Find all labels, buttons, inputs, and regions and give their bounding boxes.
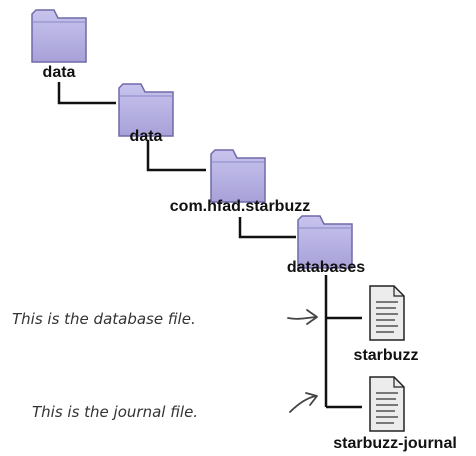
document-icon [369, 285, 405, 341]
annotation-text: This is the database file. [12, 310, 196, 328]
file-label: starbuzz-journal [333, 435, 457, 452]
connector-3 [238, 217, 296, 239]
connector-4 [324, 275, 362, 409]
annotation-database-file: This is the database file. [12, 309, 318, 328]
folder-icon [210, 149, 266, 203]
connector-1 [57, 82, 116, 105]
file-label: starbuzz [354, 347, 419, 364]
folder-label: com.hfad.starbuzz [170, 198, 310, 215]
annotation-text: This is the journal file. [32, 403, 198, 421]
connector-2 [146, 140, 206, 172]
folder-data-root[interactable]: data [31, 9, 87, 81]
arrow-icon [287, 309, 318, 325]
folder-data[interactable]: data [118, 83, 174, 145]
tree-connectors [57, 82, 362, 409]
document-icon [369, 376, 405, 432]
annotation-journal-file: This is the journal file. [32, 392, 318, 421]
file-starbuzz[interactable]: starbuzz [354, 285, 419, 364]
folder-com-hfad-starbuzz[interactable]: com.hfad.starbuzz [170, 149, 310, 215]
folder-label: data [43, 64, 76, 81]
folder-label: databases [287, 259, 365, 276]
arrow-icon [289, 392, 318, 413]
file-starbuzz-journal[interactable]: starbuzz-journal [333, 376, 457, 452]
folder-databases[interactable]: databases [287, 215, 365, 276]
folder-label: data [130, 128, 163, 145]
folder-icon [31, 9, 87, 63]
